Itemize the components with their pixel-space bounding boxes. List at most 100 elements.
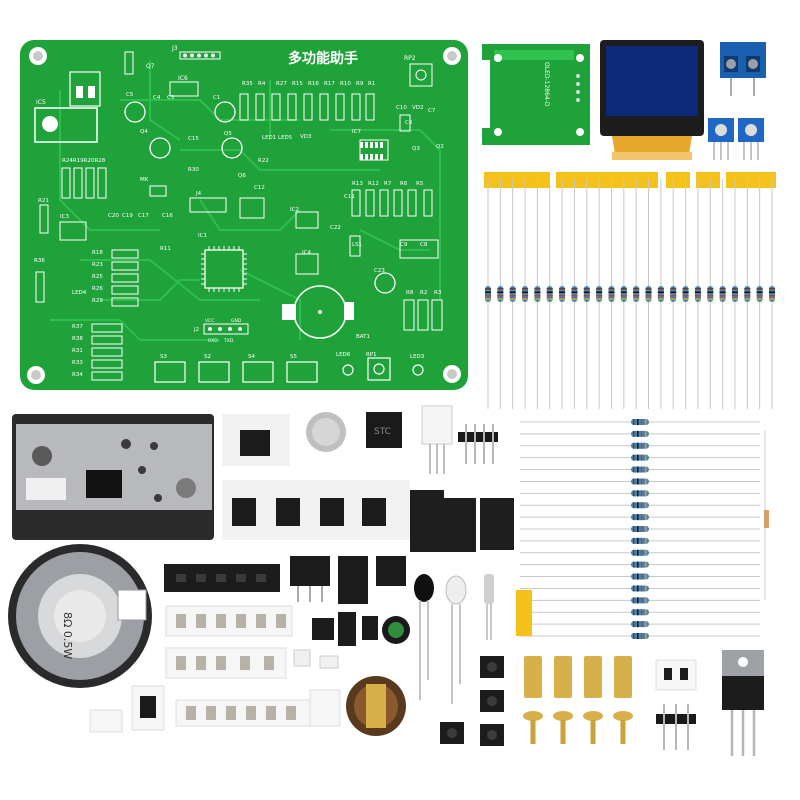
svg-text:C6: C6 <box>405 120 413 126</box>
smd-cap-strips <box>89 605 341 733</box>
svg-text:VCC: VCC <box>205 318 214 324</box>
svg-text:R36: R36 <box>34 258 45 264</box>
resistor <box>670 179 677 409</box>
cap-labels: C5 C4 C3 C1 Q4 C15 Q5 C10 VD2 C6 C7 <box>126 92 436 142</box>
svg-text:C8: C8 <box>420 242 428 248</box>
svg-text:IC1: IC1 <box>198 233 207 239</box>
screws <box>523 711 633 744</box>
resistor <box>731 179 738 409</box>
svg-text:R37: R37 <box>72 324 83 330</box>
svg-text:C5: C5 <box>126 92 134 98</box>
resistor <box>657 179 664 409</box>
header-j3 <box>179 51 221 60</box>
resistor <box>520 621 760 628</box>
svg-text:C23: C23 <box>374 268 385 274</box>
smd-pack-right <box>655 659 697 691</box>
label-ic6: IC6 <box>178 75 188 82</box>
svg-text:Q3: Q3 <box>412 146 420 152</box>
resistor <box>520 537 760 544</box>
smd-footprints <box>35 114 443 381</box>
main-pcb: 多功能助手 J3 IC5 Q7 IC6 RP2 R35 R4 R27 R15 R… <box>20 40 468 390</box>
resistor <box>520 442 760 449</box>
svg-text:R31: R31 <box>72 348 83 354</box>
rp2-circle <box>415 69 427 81</box>
svg-text:C15: C15 <box>188 136 199 142</box>
svg-text:Q4: Q4 <box>140 129 148 135</box>
resistor <box>694 179 701 409</box>
svg-text:C10: C10 <box>396 105 407 111</box>
svg-text:GND: GND <box>231 318 242 324</box>
crystal <box>484 574 494 640</box>
label-q7: Q7 <box>146 63 155 70</box>
ir-led-and-led <box>414 574 467 704</box>
speaker: 8Ω 0.5W <box>8 544 152 688</box>
label-ic5: IC5 <box>36 99 46 106</box>
svg-text:Q5: Q5 <box>224 131 232 137</box>
resistor <box>583 179 590 409</box>
pcb-board <box>20 40 468 390</box>
resistor <box>520 514 760 521</box>
voltage-regulator-small <box>338 556 406 604</box>
svg-text:LS1: LS1 <box>352 242 362 248</box>
svg-text:R1: R1 <box>368 81 375 87</box>
svg-text:R4: R4 <box>258 81 266 87</box>
svg-text:C11: C11 <box>344 194 355 200</box>
resistor <box>534 179 541 409</box>
oled-breakout-board: OLED-12864-D <box>482 44 590 145</box>
resistor <box>520 633 760 639</box>
svg-text:R6: R6 <box>400 181 408 187</box>
top-resistor-footprints <box>239 93 375 121</box>
svg-text:C16: C16 <box>162 213 173 219</box>
resistor <box>645 179 652 409</box>
small-semis <box>293 612 410 669</box>
svg-text:R30: R30 <box>188 167 199 173</box>
svg-text:R2: R2 <box>420 290 427 296</box>
svg-text:R16: R16 <box>308 81 319 87</box>
ic5-hole <box>42 116 58 132</box>
resistor <box>633 179 640 409</box>
resistor <box>559 179 566 409</box>
svg-text:J4: J4 <box>195 191 202 197</box>
resistor <box>608 179 615 409</box>
brass-standoffs <box>524 656 632 698</box>
svg-text:C22: C22 <box>330 225 341 231</box>
resistor-strip <box>516 419 769 639</box>
svg-text:R33: R33 <box>72 360 83 366</box>
svg-text:C17: C17 <box>138 213 149 219</box>
svg-text:R29: R29 <box>92 298 103 304</box>
trimmer-potentiometers <box>708 118 764 160</box>
resistor <box>485 179 491 409</box>
resistor <box>769 179 775 409</box>
resistor <box>520 478 760 485</box>
ic5-pad <box>76 86 83 98</box>
svg-text:IC4: IC4 <box>302 250 311 256</box>
resistor <box>520 454 760 461</box>
pin-header-4 <box>458 424 498 464</box>
svg-text:S2: S2 <box>204 354 211 360</box>
svg-text:R27: R27 <box>276 81 287 87</box>
svg-text:R25: R25 <box>92 274 103 280</box>
svg-text:RP1: RP1 <box>366 352 377 358</box>
svg-text:R13: R13 <box>352 181 363 187</box>
svg-text:LED4: LED4 <box>72 290 87 296</box>
svg-text:R22: R22 <box>258 158 269 164</box>
mcu-chip: STC <box>366 412 402 448</box>
svg-text:VD2: VD2 <box>412 105 424 111</box>
svg-text:R8: R8 <box>406 290 414 296</box>
svg-text:J2: J2 <box>193 327 199 333</box>
mid-labels: LED1 LED5 VD3 IC7 Q3 Q2 R24R19R20R28 R22… <box>34 129 444 378</box>
svg-text:S5: S5 <box>290 354 297 360</box>
ic-packs <box>410 490 514 552</box>
svg-text:RXD: RXD <box>208 338 218 344</box>
oled-display <box>600 40 704 160</box>
svg-text:S3: S3 <box>160 354 167 360</box>
resistor <box>497 179 504 409</box>
resistor <box>520 549 760 556</box>
svg-text:C20: C20 <box>108 213 119 219</box>
diode <box>764 510 769 528</box>
svg-text:C1: C1 <box>213 95 220 101</box>
svg-text:C4: C4 <box>153 95 161 101</box>
svg-text:C3: C3 <box>167 95 175 101</box>
resistor <box>520 466 760 473</box>
svg-text:BAT1: BAT1 <box>356 334 370 340</box>
